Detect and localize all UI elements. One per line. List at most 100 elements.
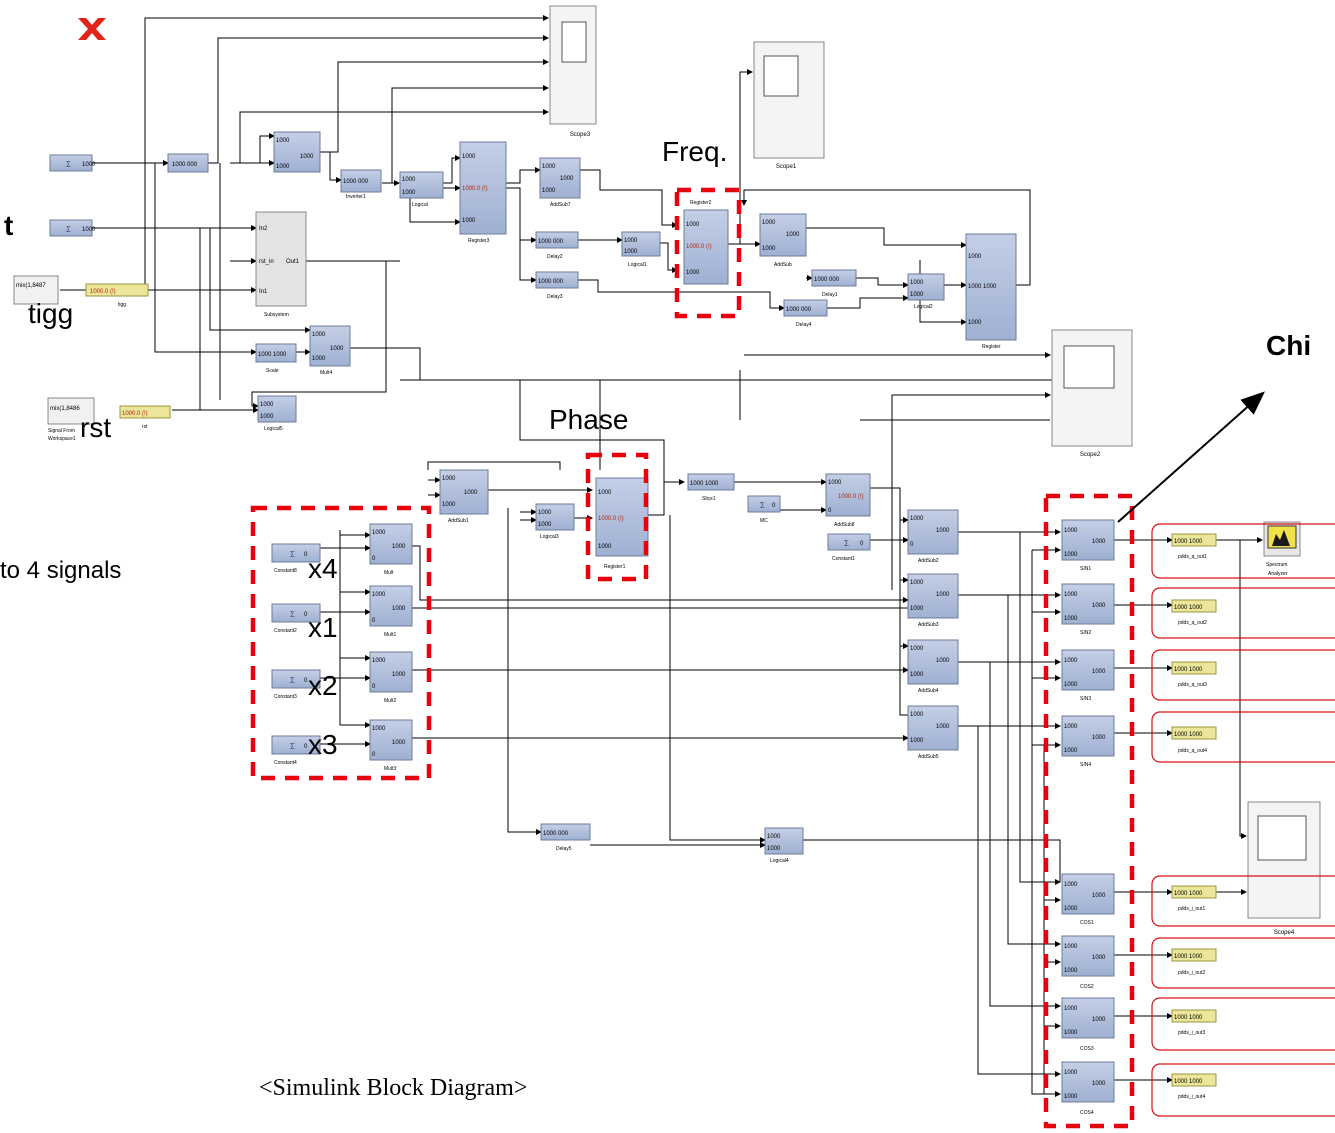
addsub8-block[interactable]: 1000 1000.0 (!) 0 AddSub8 xyxy=(826,474,870,528)
svg-text:1000 1000: 1000 1000 xyxy=(1174,954,1203,960)
svg-text:SIN2: SIN2 xyxy=(1080,630,1091,636)
logical2-block[interactable]: 1000 1000 Logical2 xyxy=(908,274,944,310)
svg-text:Subsystem: Subsystem xyxy=(264,312,289,318)
svg-text:Σ: Σ xyxy=(66,225,71,234)
svg-text:1000: 1000 xyxy=(910,606,924,612)
svg-text:1000: 1000 xyxy=(786,232,800,238)
sin4-block[interactable]: 1000 1000 1000 SIN4 xyxy=(1062,716,1114,768)
pdds-i-out1[interactable]: 1000 1000 pdds_i_out1 xyxy=(1172,886,1216,912)
svg-text:1000: 1000 xyxy=(1064,1006,1078,1012)
sin3-block[interactable]: 1000 1000 1000 SIN3 xyxy=(1062,650,1114,702)
spectrum-analyzer-block[interactable]: Spectrum Analyzer xyxy=(1264,522,1300,577)
cos4-block[interactable]: 1000 1000 1000 COS4 xyxy=(1062,1062,1114,1116)
svg-text:1000: 1000 xyxy=(1092,893,1106,899)
logical1-block[interactable]: 1000 1000 Logical1 xyxy=(622,232,660,268)
pdds-i-out4[interactable]: 1000 1000 pdds_i_out4 xyxy=(1172,1074,1216,1100)
gen-block-top[interactable]: Σ 1000 xyxy=(50,155,96,171)
scope1-block[interactable]: Scope1 xyxy=(754,42,824,170)
svg-text:tigg: tigg xyxy=(118,302,126,308)
cos2-block[interactable]: 1000 1000 1000 COS2 xyxy=(1062,936,1114,990)
svg-text:1000: 1000 xyxy=(762,220,776,226)
logical5-block[interactable]: 1000 1000 Logical5 xyxy=(258,396,296,432)
register1-block[interactable]: 1000 1000.0 (!) 1000 Register1 xyxy=(596,478,648,570)
x4-annotation: x4 xyxy=(308,555,338,583)
svg-text:Mult1: Mult1 xyxy=(384,632,396,638)
svg-text:1000: 1000 xyxy=(260,402,274,408)
delay3-block[interactable]: 1000 000 Delay3 xyxy=(536,272,578,300)
sin2-block[interactable]: 1000 1000 1000 SIN2 xyxy=(1062,584,1114,636)
svg-text:1000: 1000 xyxy=(767,834,781,840)
register3-block[interactable]: 1000 1000.0 (!) 1000 Register3 xyxy=(460,142,506,244)
svg-text:1000: 1000 xyxy=(372,530,386,536)
pdds-q-out3[interactable]: 1000 1000 pdds_q_out3 xyxy=(1172,662,1216,688)
delay-top-block[interactable]: 1000 000 xyxy=(168,154,208,172)
mult-block[interactable]: 1000 1000 0 Mult xyxy=(370,524,412,576)
svg-text:1000: 1000 xyxy=(910,516,924,522)
svg-text:Logical1: Logical1 xyxy=(628,262,647,268)
slice1-block[interactable]: 1000 1000 Slice1 xyxy=(688,474,734,502)
gateway-tigg[interactable]: 1000.0 (!) tigg xyxy=(86,284,148,308)
addsub7-block[interactable]: 1000 1000 1000 AddSub7 xyxy=(540,158,580,208)
cos1-block[interactable]: 1000 1000 1000 COS1 xyxy=(1062,874,1114,926)
svg-text:pdds_i_out3: pdds_i_out3 xyxy=(1178,1030,1205,1036)
svg-text:AddSub: AddSub xyxy=(774,262,792,268)
pdds-q-out2[interactable]: 1000 1000 pdds_q_out2 xyxy=(1172,600,1216,626)
svg-text:1000: 1000 xyxy=(392,544,406,550)
scope3-block[interactable]: Scope3 xyxy=(550,6,596,138)
scale-block[interactable]: 1000 1000 Scale xyxy=(256,344,296,374)
delay5-block[interactable]: 1000 000 Delay5 xyxy=(541,824,590,852)
scope2-label: Scope2 xyxy=(1080,452,1101,458)
logical4-block[interactable]: 1000 1000 Logical4 xyxy=(765,828,803,864)
svg-text:1000: 1000 xyxy=(1092,735,1106,741)
register2-block[interactable]: 1000 1000.0 (!) 1000 Register2 xyxy=(684,200,728,284)
mult4-block[interactable]: 1000 1000 1000 Mult4 xyxy=(310,326,350,376)
svg-text:AddSub7: AddSub7 xyxy=(550,202,571,208)
svg-text:1000 1000: 1000 1000 xyxy=(1174,732,1203,738)
pdds-i-out3[interactable]: 1000 1000 pdds_i_out3 xyxy=(1172,1010,1216,1036)
svg-text:Constant3: Constant3 xyxy=(274,694,297,700)
svg-text:1000: 1000 xyxy=(1064,748,1078,754)
svg-text:AddSub8: AddSub8 xyxy=(834,522,855,528)
cos3-block[interactable]: 1000 1000 1000 COS3 xyxy=(1062,998,1114,1052)
inverter1-block[interactable]: 1000 000 Inverter1 xyxy=(341,170,381,200)
delay4-block[interactable]: 1000 000 Delay4 xyxy=(784,300,827,328)
delay2-block[interactable]: 1000 000 Delay2 xyxy=(536,232,578,260)
sin1-block[interactable]: 1000 1000 1000 SIN1 xyxy=(1062,520,1114,572)
svg-text:1000: 1000 xyxy=(442,502,456,508)
logical3-block[interactable]: 1000 1000 Logical3 xyxy=(536,504,574,540)
mult3-block[interactable]: 1000 1000 0 Mult3 xyxy=(370,720,412,772)
svg-text:Analyzer: Analyzer xyxy=(1268,571,1288,577)
pdds-q-out1[interactable]: 1000 1000 pdds_q_out1 xyxy=(1172,534,1216,560)
constant1-block[interactable]: Σ 0 Constant1 xyxy=(828,534,870,562)
gen-block-mid[interactable]: Σ 1000 xyxy=(50,220,96,236)
scope2-block[interactable]: Scope2 xyxy=(1052,330,1132,458)
addsub2-block[interactable]: 1000 1000 0 AddSub2 xyxy=(908,510,958,564)
pdds-q-out4[interactable]: 1000 1000 pdds_q_out4 xyxy=(1172,727,1216,754)
svg-text:1000: 1000 xyxy=(542,164,556,170)
scope4-block[interactable]: Scope4 xyxy=(1248,802,1320,936)
subsystem-block[interactable]: In2 rst_in Out1 In1 Subsystem xyxy=(256,212,306,318)
pdds-i-out2[interactable]: 1000 1000 pdds_i_out2 xyxy=(1172,949,1216,976)
addsub1-block[interactable]: 1000 1000 1000 AddSub1 xyxy=(440,470,488,524)
addsub4-block[interactable]: 1000 1000 1000 AddSub4 xyxy=(908,640,958,694)
logical-block[interactable]: 1000 1000 Logical xyxy=(400,172,443,208)
addsub-top-block[interactable]: 1000 1000 1000 xyxy=(274,132,320,172)
svg-text:SIN3: SIN3 xyxy=(1080,696,1091,702)
svg-text:1000: 1000 xyxy=(1092,1017,1106,1023)
mc-block[interactable]: Σ 0 MC xyxy=(748,496,780,524)
svg-text:1000: 1000 xyxy=(402,190,416,196)
addsub5-block[interactable]: 1000 1000 1000 AddSub5 xyxy=(908,706,958,760)
gateway-rst[interactable]: 1000.0 (!) rst xyxy=(120,406,170,430)
mult2-block[interactable]: 1000 1000 0 Mult2 xyxy=(370,652,412,704)
svg-text:1000: 1000 xyxy=(624,249,638,255)
addsub3-block[interactable]: 1000 1000 1000 AddSub3 xyxy=(908,574,958,628)
svg-text:In1: In1 xyxy=(259,289,268,295)
svg-text:1000: 1000 xyxy=(624,238,638,244)
addsub-block[interactable]: 1000 1000 1000 AddSub xyxy=(760,214,806,268)
mult1-block[interactable]: 1000 1000 0 Mult1 xyxy=(370,586,412,638)
register-block[interactable]: 1000 1000 1000 1000 Register xyxy=(966,234,1016,350)
svg-text:1000: 1000 xyxy=(1064,658,1078,664)
delay1-block[interactable]: 1000 000 Delay1 xyxy=(812,270,856,298)
svg-text:1000: 1000 xyxy=(936,592,950,598)
